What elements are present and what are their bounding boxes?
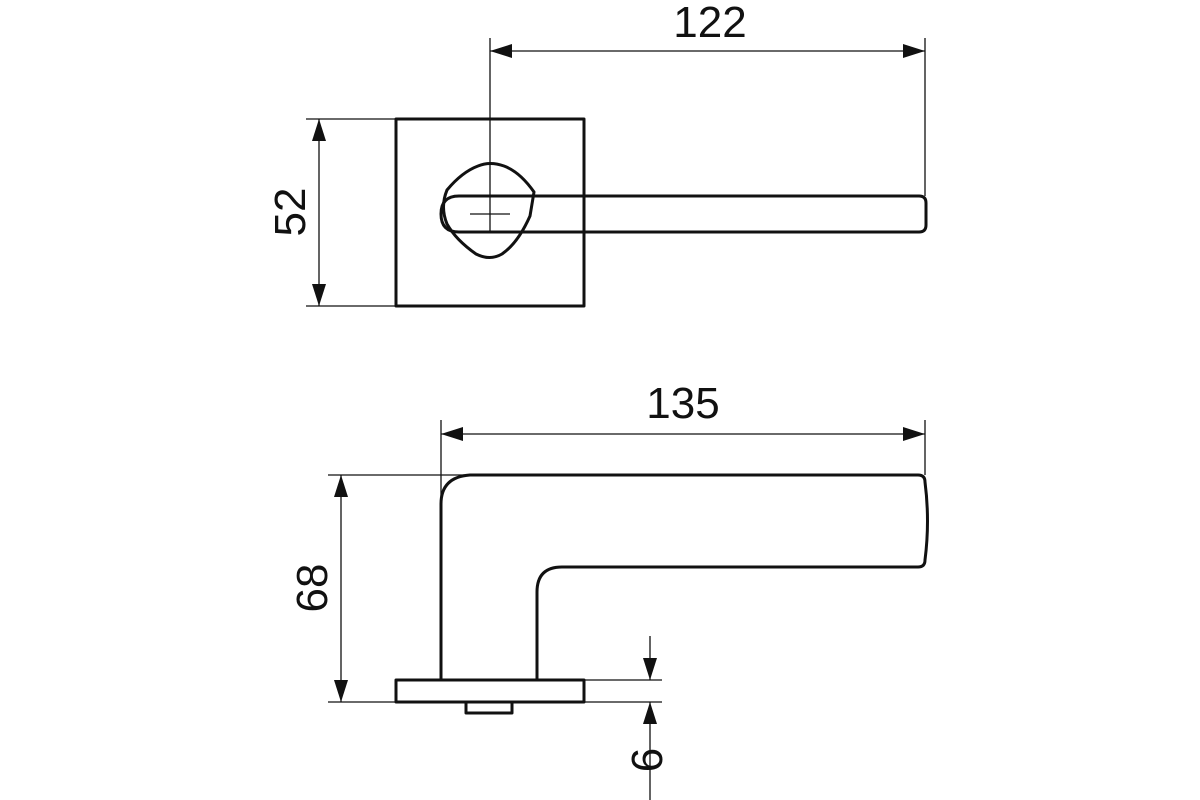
dim-52-arrow-top: [312, 119, 326, 141]
dim-135-arrow-left: [441, 427, 463, 441]
dim-52-label: 52: [266, 188, 315, 237]
rose-plate-side: [394, 678, 586, 704]
dim-6-arrow-bottom: [643, 702, 657, 724]
lever-arm-top: [439, 194, 928, 234]
dim-6-arrow-top: [643, 658, 657, 680]
dim-68-arrow-bottom: [334, 680, 348, 702]
dim-122-arrow-right: [903, 44, 925, 58]
top-view: 122 52: [266, 0, 928, 308]
lever-side-profile: [439, 473, 929, 682]
handle-hub-top: [442, 162, 536, 259]
dim-6-label: 6: [623, 748, 672, 772]
dim-68-arrow-top: [334, 475, 348, 497]
dim-52-arrow-bottom: [312, 284, 326, 306]
dim-135-label: 135: [646, 379, 719, 428]
dim-122-arrow-left: [490, 44, 512, 58]
dim-68-label: 68: [288, 564, 337, 613]
dim-135-arrow-right: [903, 427, 925, 441]
side-view: 135 68 6: [288, 379, 929, 800]
dim-122-label: 122: [673, 0, 746, 47]
spindle-stub: [464, 700, 514, 715]
